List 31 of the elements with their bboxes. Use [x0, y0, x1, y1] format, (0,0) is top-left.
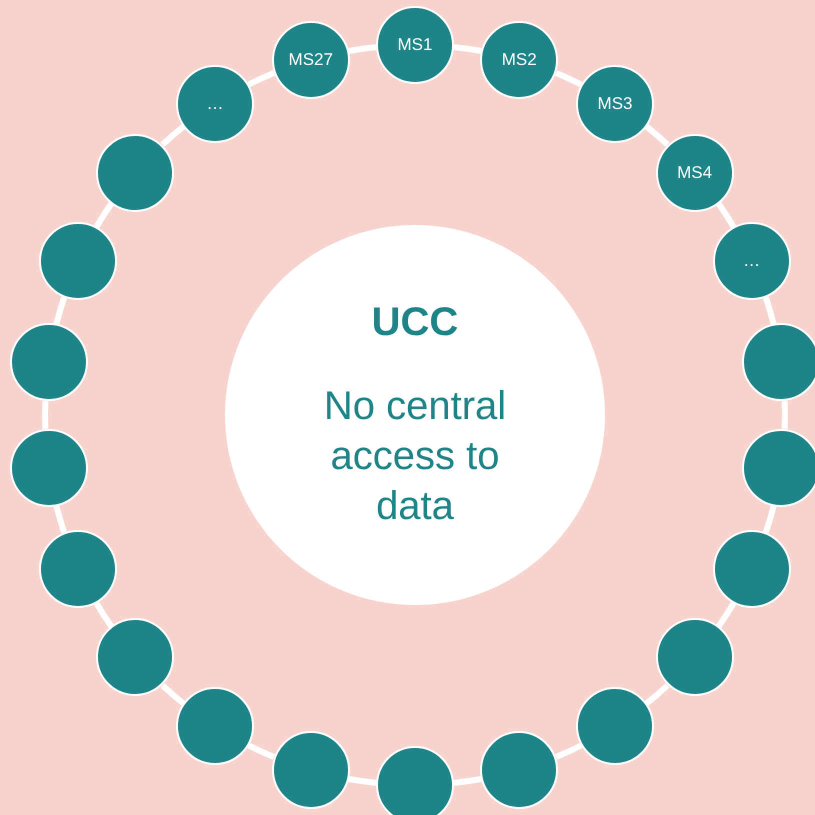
ring-connector — [716, 202, 736, 228]
ring-connector — [94, 202, 114, 228]
circle-label: … — [206, 94, 224, 114]
ring-connector — [248, 742, 276, 760]
ring-connector — [248, 70, 276, 88]
ring-connector — [54, 296, 67, 325]
ring-connector — [94, 602, 114, 628]
circle-label: MS4 — [677, 162, 712, 183]
ring-connector — [454, 44, 482, 54]
ring-connector — [716, 602, 736, 628]
circle-label: MS3 — [598, 94, 633, 114]
ring-connector — [54, 505, 67, 534]
circle-label: MS27 — [288, 50, 333, 70]
ring-connector — [160, 683, 186, 706]
circle-label: MS1 — [398, 35, 432, 55]
ring-connector — [348, 44, 376, 54]
ring-connector — [348, 776, 376, 786]
ring-connector — [763, 296, 776, 325]
circle-label: … — [743, 251, 760, 272]
ring-connector — [554, 70, 582, 88]
ring-connector — [644, 683, 670, 706]
ring-connector — [160, 124, 186, 147]
ring-connector — [644, 124, 670, 147]
ring-connector — [42, 401, 48, 429]
circle-heading: UCC — [372, 300, 458, 344]
ring-connector — [763, 505, 776, 534]
ring-connector — [454, 776, 482, 786]
circle-label: MS2 — [502, 50, 537, 70]
ring-connector — [782, 401, 788, 429]
circle-text: No central access to data — [322, 382, 508, 530]
ring-connector — [554, 742, 582, 760]
